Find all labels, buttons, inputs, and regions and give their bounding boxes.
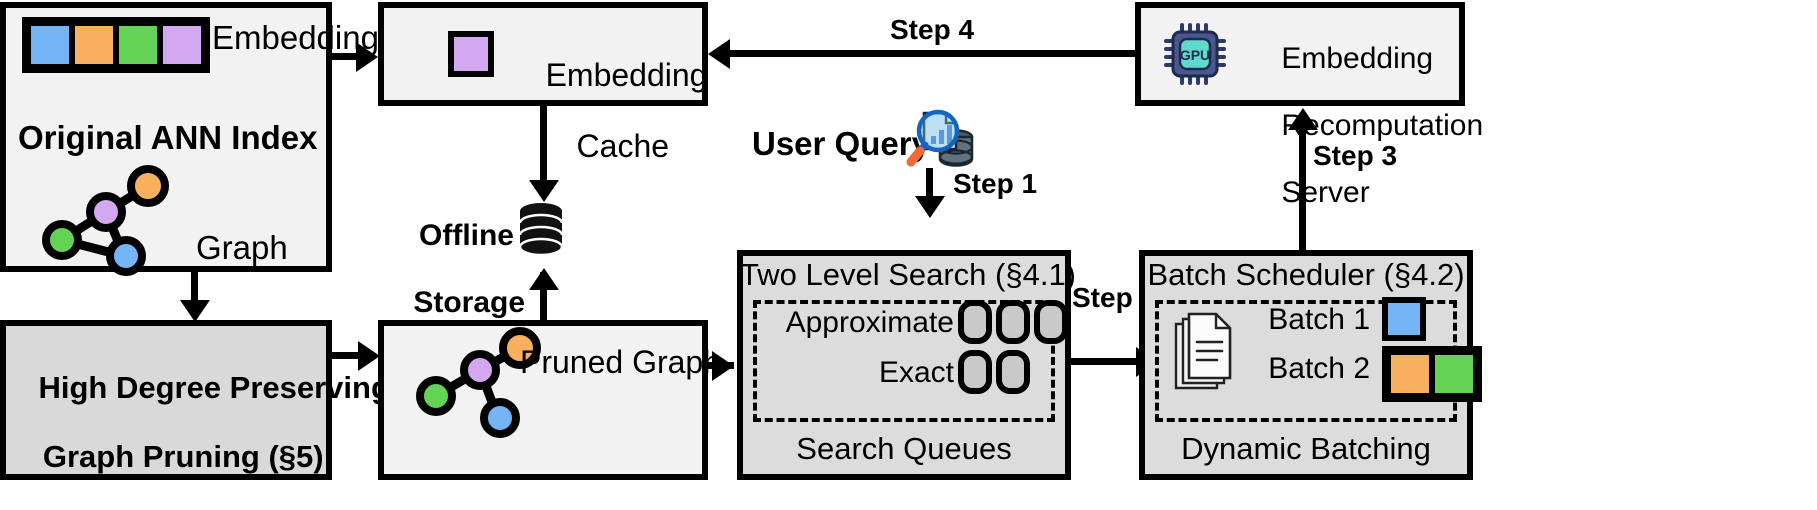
embedding-cache-line1: Embedding xyxy=(545,56,708,93)
embedding-swatch-blue xyxy=(28,23,72,67)
recomputation-server-line3: Server xyxy=(1281,175,1370,209)
edge-index-to-pruning-line xyxy=(191,272,198,308)
edge-step2-line xyxy=(1071,358,1155,365)
embedding-swatch-purple xyxy=(160,23,204,67)
search-queues-dash-region xyxy=(753,300,1055,422)
exact-row-label: Exact xyxy=(878,356,954,389)
original-index-graph-icon xyxy=(42,165,169,276)
graph-pruning-line2: Graph Pruning (§5) xyxy=(42,439,324,475)
recomputation-server-line1: Embedding xyxy=(1281,41,1434,75)
offline-storage-line2: Storage xyxy=(413,285,526,319)
documents-icon xyxy=(1174,312,1232,390)
edge-step1-arrow xyxy=(915,196,945,218)
pruned-graph-label: Pruned Graph xyxy=(520,344,722,380)
search-queues-caption: Search Queues xyxy=(796,431,1012,466)
step3-label: Step 3 xyxy=(1313,140,1398,171)
embedding-cache-title: Embedding Cache xyxy=(510,22,708,201)
embedding-label: Embedding xyxy=(212,19,379,56)
exact-slot-1[interactable] xyxy=(958,350,992,394)
step4-label: Step 4 xyxy=(890,14,975,45)
edge-index-to-pruning-arrow xyxy=(180,300,210,322)
architecture-diagram: Embedding Original ANN Index Graph High … xyxy=(0,2,1483,480)
edge-index-to-cache-arrow xyxy=(356,42,378,72)
recomputation-server-line2: Recomputation xyxy=(1281,108,1484,142)
embedding-swatch-strip xyxy=(22,17,210,73)
dynamic-batching-caption: Dynamic Batching xyxy=(1181,431,1431,466)
edge-step3-arrow xyxy=(1288,108,1318,130)
exact-slot-2[interactable] xyxy=(996,350,1030,394)
batch-1-swatch-blue xyxy=(1382,297,1426,341)
embedding-cache-box xyxy=(378,2,708,106)
embedding-cache-line2: Cache xyxy=(576,128,670,165)
gpu-chip-icon-text: GPU xyxy=(1180,47,1210,63)
original-ann-index-title: Original ANN Index xyxy=(18,119,318,156)
recomputation-server-title: Embedding Recomputation Server xyxy=(1248,8,1483,243)
edge-index-to-cache-line xyxy=(332,53,362,60)
edge-cache-to-storage-line xyxy=(540,106,547,188)
database-icon xyxy=(518,203,564,257)
edge-pruning-to-pruned-arrow xyxy=(358,341,380,371)
recomputation-server-box xyxy=(1135,2,1465,106)
batch-2-swatch-strip xyxy=(1382,346,1482,402)
edge-step4-arrow xyxy=(708,39,730,69)
edge-pruned-to-storage-arrow xyxy=(529,268,559,290)
edge-pruned-to-search-arrow xyxy=(712,351,734,381)
edge-step1-line xyxy=(926,168,933,204)
two-level-search-title: Two Level Search (§4.1) xyxy=(740,257,1077,292)
edge-pruned-to-storage-line xyxy=(540,272,547,324)
approximate-slot-2[interactable] xyxy=(996,300,1030,344)
approximate-row-label: Approximate xyxy=(785,306,954,339)
batch-2-swatch-orange xyxy=(1388,352,1432,396)
graph-pruning-title: High Degree Preserving Graph Pruning (§5… xyxy=(4,336,389,510)
step1-label: Step 1 xyxy=(953,168,1038,199)
offline-storage-line1: Offline xyxy=(419,218,514,252)
embedding-cache-swatch xyxy=(448,31,494,77)
search-document-database-icon xyxy=(906,109,974,167)
graph-label: Graph xyxy=(196,229,288,266)
graph-pruning-line1: High Degree Preserving xyxy=(38,369,390,405)
batch-2-swatch-green xyxy=(1432,352,1476,396)
user-query-label: User Query xyxy=(752,125,930,162)
edge-step3-line xyxy=(1299,130,1306,250)
edge-pruning-to-pruned-line xyxy=(332,352,364,359)
gpu-chip-icon: GPU xyxy=(1164,23,1226,85)
pruned-graph-icon xyxy=(416,327,541,438)
edge-step4-line xyxy=(730,50,1135,57)
step2-label: Step 2 xyxy=(1072,282,1157,313)
batch-2-label: Batch 2 xyxy=(1268,352,1370,385)
graph-pruning-box xyxy=(0,320,332,480)
edge-cache-to-storage-arrow xyxy=(529,180,559,202)
batch-1-label: Batch 1 xyxy=(1268,303,1370,336)
approximate-slot-3[interactable] xyxy=(1034,300,1068,344)
embedding-swatch-green xyxy=(116,23,160,67)
offline-storage-label: Offline Storage xyxy=(380,185,525,353)
approximate-slot-1[interactable] xyxy=(958,300,992,344)
batch-scheduler-title: Batch Scheduler (§4.2) xyxy=(1147,257,1465,292)
embedding-swatch-orange xyxy=(72,23,116,67)
